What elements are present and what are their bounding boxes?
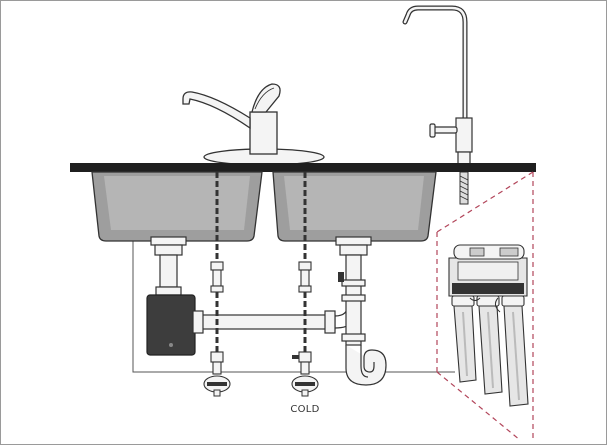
drain-pipe	[192, 300, 361, 334]
water-filter-system-icon	[448, 244, 529, 407]
angle-stop-valve-icon	[203, 261, 231, 397]
faucet-supply-lines	[215, 172, 307, 262]
p-trap-icon	[335, 236, 387, 386]
lever-faucet-icon	[182, 83, 325, 166]
garbage-disposal-icon	[146, 236, 196, 356]
countertop	[70, 163, 536, 172]
double-sink-basin	[91, 171, 437, 242]
cold-label: COLD	[290, 404, 319, 415]
cabinet-side-outline	[436, 171, 534, 441]
gooseneck-faucet-icon	[402, 5, 473, 205]
angle-stop-valve-icon	[291, 261, 319, 397]
